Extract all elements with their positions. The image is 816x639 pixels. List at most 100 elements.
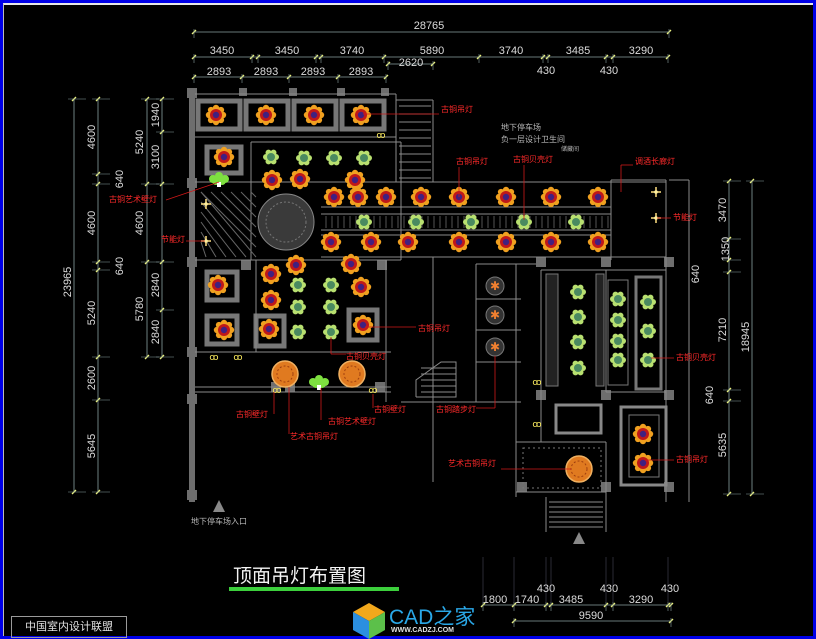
bronze-pendant-lamp-icon [344, 169, 366, 191]
dimension-left: 2840 [150, 273, 162, 297]
note-b1-restroom: 负一层设计卫生间 [501, 134, 565, 144]
dimension-left: 640 [114, 170, 126, 188]
drawing-title: 顶面吊灯布置图 [233, 565, 366, 587]
dimension-top-sub: 2893 [254, 66, 278, 78]
lamp-callout-label: 古铜艺术壁灯 [328, 416, 376, 426]
lamp-callout-label: 古铜贝壳灯 [513, 154, 553, 164]
lamp-callout-label: 节能灯 [161, 234, 185, 244]
bronze-pendant-lamp-icon [320, 231, 342, 253]
bronze-pendant-lamp-icon [323, 186, 345, 208]
note-storage: 储藏间 [561, 145, 579, 153]
bronze-shell-lamp-icon [290, 299, 306, 315]
cadzj-logo: CAD之家 WWW.CADZJ.COM [349, 601, 479, 639]
lamp-callouts: 古铜吊灯古铜吊灯古铜贝壳灯调酒长廊灯节能灯古铜艺术壁灯节能灯古铜吊灯古铜贝壳灯古… [109, 104, 716, 470]
dimension-total-height: 23965 [62, 267, 74, 298]
bronze-shell-lamp-icon [570, 360, 586, 376]
dimension-right: 640 [704, 386, 716, 404]
dimension-top-sub: 2893 [301, 66, 325, 78]
bronze-pendant-lamp-icon [495, 231, 517, 253]
bronze-shell-lamp-icon [640, 294, 656, 310]
art-bronze-chandelier-icon [338, 360, 366, 388]
dimension-top: 3740 [499, 45, 523, 57]
bronze-pendant-lamp-icon [213, 319, 235, 341]
dimension-bottom-small: 430 [661, 583, 679, 595]
lamp-callout-label: 古铜艺术壁灯 [109, 194, 157, 204]
lamp-callout-label: 调酒长廊灯 [635, 156, 675, 166]
bronze-shell-lamp-icon [323, 277, 339, 293]
bronze-pendant-lamp-icon [410, 186, 432, 208]
dimension-left: 5240 [134, 130, 146, 154]
dimension-top-sub: 2893 [207, 66, 231, 78]
dimension-bottom-total: 9590 [579, 610, 603, 622]
bronze-shell-lamp-icon [570, 334, 586, 350]
bronze-pendant-lamp-icon [397, 231, 419, 253]
svg-text:✱: ✱ [490, 308, 500, 322]
bronze-shell-lamp-icon [516, 214, 532, 230]
bronze-pendant-lamp-icon [260, 289, 282, 311]
bronze-pendant-lamp-icon [360, 231, 382, 253]
brand-name: CAD之家 [389, 606, 476, 629]
dimension-bottom-small: 430 [537, 583, 555, 595]
bronze-pendant-lamp-icon [375, 186, 397, 208]
dimension-right-total: 18945 [740, 322, 752, 353]
bronze-shell-lamp-icon [323, 299, 339, 315]
dimension-left: 5240 [86, 301, 98, 325]
bronze-pendant-lamp-icon [632, 423, 654, 445]
art-bronze-chandelier-icon [271, 360, 299, 388]
bronze-shell-lamp-icon [570, 309, 586, 325]
bronze-pendant-lamp-icon [352, 314, 374, 336]
dimension-right: 3470 [717, 198, 729, 222]
dimension-bottom: 3290 [629, 594, 653, 606]
art-wall-lamp-icon [209, 172, 229, 187]
bronze-step-lamp-icon: ✱ [485, 276, 505, 296]
dimension-top-extra: 2620 [399, 57, 423, 69]
bronze-shell-lamp-icon [296, 150, 312, 166]
bronze-shell-lamp-icon [326, 150, 342, 166]
bronze-shell-lamp-icon [568, 214, 584, 230]
art-wall-lamp-icon [309, 375, 329, 390]
dimension-bottom: 1740 [515, 594, 539, 606]
bronze-wall-lamp-icon: ꝏ [272, 386, 281, 396]
dimension-left: 2840 [150, 320, 162, 344]
bronze-pendant-lamp-icon [258, 318, 280, 340]
bronze-pendant-lamp-icon [213, 146, 235, 168]
lamp-callout-label: 艺术古铜吊灯 [448, 458, 496, 468]
dimension-right: 1350 [720, 237, 732, 261]
bronze-shell-lamp-icon [570, 284, 586, 300]
dimension-top-extra: 430 [537, 65, 555, 77]
lamp-callout-label: 古铜踏步灯 [436, 404, 476, 414]
dimension-total-width: 28765 [414, 20, 445, 32]
bronze-pendant-lamp-icon [289, 168, 311, 190]
dimension-left: 640 [114, 257, 126, 275]
bronze-wall-lamp-icon: ꝏ [532, 420, 541, 430]
dimension-bottom: 1800 [483, 594, 507, 606]
bronze-pendant-lamp-icon [587, 186, 609, 208]
dimension-left: 4600 [134, 211, 146, 235]
bronze-shell-lamp-icon [323, 324, 339, 340]
bronze-shell-lamp-icon [356, 214, 372, 230]
lamp-callout-label: 古铜贝壳灯 [346, 351, 386, 361]
lamp-callout-label: 古铜吊灯 [441, 104, 473, 114]
note-underground-parking: 地下停车场 [501, 122, 541, 132]
bronze-pendant-lamp-icon [207, 274, 229, 296]
cube-logo-icon [353, 603, 385, 639]
title-underline [229, 587, 399, 591]
dimension-bottom: 3485 [559, 594, 583, 606]
lamp-callout-label: 古铜壁灯 [236, 409, 268, 419]
bronze-shell-lamp-icon [290, 277, 306, 293]
dimension-top-extra: 430 [600, 65, 618, 77]
bronze-pendant-lamp-icon [495, 186, 517, 208]
dimension-top: 5890 [420, 45, 444, 57]
bronze-shell-lamp-icon [640, 352, 656, 368]
lamp-callout-label: 古铜贝壳灯 [676, 352, 716, 362]
bronze-shell-lamp-icon [640, 323, 656, 339]
dimension-top-sub: 2893 [349, 66, 373, 78]
bronze-shell-lamp-icon [610, 333, 626, 349]
bronze-shell-lamp-icon [463, 214, 479, 230]
bronze-pendant-lamp-icon [587, 231, 609, 253]
bronze-shell-lamp-icon [290, 324, 306, 340]
floor-plan-walls [187, 88, 690, 532]
dimension-left: 4600 [86, 125, 98, 149]
